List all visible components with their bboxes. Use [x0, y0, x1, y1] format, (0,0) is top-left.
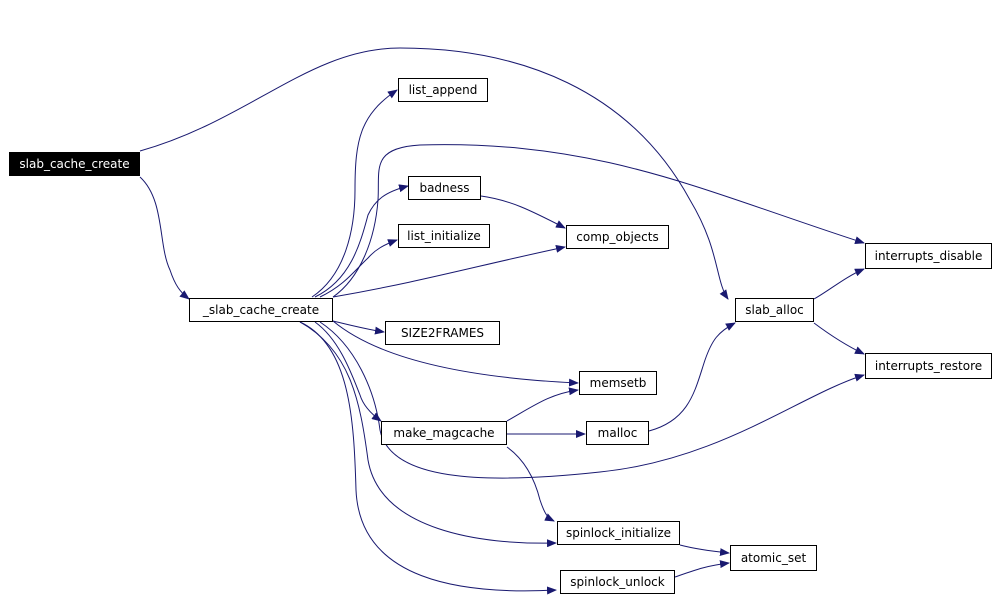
node-label: memsetb [589, 376, 647, 390]
node-memsetb[interactable]: memsetb [579, 371, 657, 395]
node-label: atomic_set [740, 551, 807, 565]
edge [506, 446, 555, 522]
node-atomic-set[interactable]: atomic_set [730, 545, 817, 571]
node-label: slab_cache_create [19, 157, 130, 171]
edge [332, 320, 385, 335]
node-interrupts-disable[interactable]: interrupts_disable [865, 243, 992, 269]
edge [319, 321, 865, 479]
node-spinlock-initialize[interactable]: spinlock_initialize [557, 521, 680, 545]
node-label: spinlock_initialize [565, 526, 672, 540]
edge [813, 322, 865, 355]
edge [679, 544, 730, 557]
node-label: list_initialize [407, 229, 481, 243]
node-slab-alloc[interactable]: slab_alloc [735, 298, 814, 322]
node-list-append[interactable]: list_append [398, 78, 488, 102]
node-spinlock-unlock[interactable]: spinlock_unlock [560, 570, 675, 594]
node-make-magcache[interactable]: make_magcache [381, 421, 507, 445]
node-label: SIZE2FRAMES [400, 326, 485, 340]
node-label: list_append [408, 83, 478, 97]
node-badness[interactable]: badness [408, 176, 481, 200]
edge [311, 89, 398, 298]
node-label: make_magcache [393, 426, 495, 440]
node-label: _slab_cache_create [202, 303, 320, 317]
edge [813, 268, 865, 300]
node-label: interrupts_restore [874, 359, 983, 373]
node-_slab-cache-create[interactable]: _slab_cache_create [189, 298, 333, 322]
node-label: comp_objects [576, 230, 659, 244]
edge [139, 47, 729, 300]
node-malloc[interactable]: malloc [586, 421, 649, 445]
edge [332, 144, 865, 298]
edge [506, 387, 579, 422]
node-interrupts-restore[interactable]: interrupts_restore [865, 353, 992, 379]
edge [299, 321, 557, 595]
node-label: malloc [597, 426, 638, 440]
edge [139, 176, 190, 300]
edge [648, 322, 736, 432]
edge [314, 184, 409, 298]
edge [299, 321, 557, 548]
edge [480, 195, 566, 229]
node-label: slab_alloc [745, 303, 804, 317]
edge [314, 321, 382, 422]
edge [674, 560, 730, 578]
edge [319, 239, 398, 298]
node-label: spinlock_unlock [570, 575, 665, 589]
node-list-initialize[interactable]: list_initialize [398, 224, 490, 248]
edge [332, 244, 566, 298]
edge [332, 320, 579, 387]
node-comp-objects[interactable]: comp_objects [566, 225, 669, 249]
node-slab-cache-create[interactable]: slab_cache_create [9, 152, 140, 176]
node-size2frames[interactable]: SIZE2FRAMES [385, 321, 500, 345]
node-label: badness [419, 181, 470, 195]
node-label: interrupts_disable [874, 249, 983, 263]
